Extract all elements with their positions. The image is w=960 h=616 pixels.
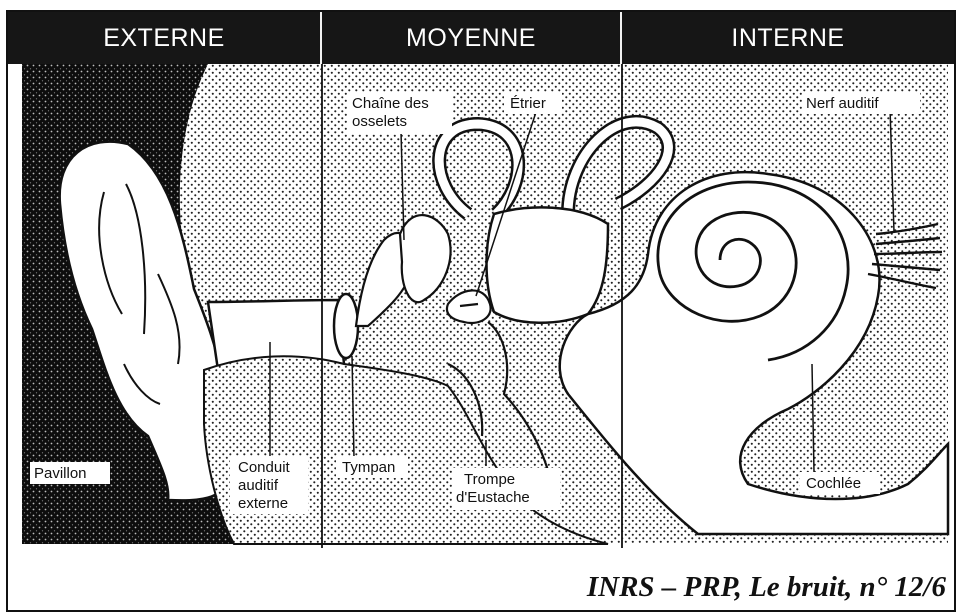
label-pavillon-group: Pavillon <box>30 462 110 484</box>
section-header: EXTERNE MOYENNE INTERNE <box>8 12 954 64</box>
section-internal: INTERNE <box>622 12 954 64</box>
label-conduit-1: Conduit <box>238 459 291 476</box>
label-etrier-group: Étrier <box>504 92 562 114</box>
label-cochlee: Cochlée <box>806 475 861 492</box>
label-chaine-group: Chaîne des osselets <box>348 92 452 134</box>
label-cochlee-group: Cochlée <box>800 472 880 494</box>
label-nerf: Nerf auditif <box>806 95 879 112</box>
label-tympan: Tympan <box>342 459 395 476</box>
label-chaine-1: Chaîne des <box>352 95 429 112</box>
section-external: EXTERNE <box>8 12 320 64</box>
label-tympan-group: Tympan <box>336 456 408 478</box>
label-conduit-group: Conduit auditif externe <box>230 456 308 514</box>
tympanic-membrane <box>334 294 358 358</box>
section-middle: MOYENNE <box>322 12 620 64</box>
source-caption: INRS – PRP, Le bruit, n° 12/6 <box>587 571 946 604</box>
label-trompe-group: Trompe d'Eustache <box>452 468 560 510</box>
label-trompe-2: d'Eustache <box>456 489 530 506</box>
label-conduit-3: externe <box>238 495 288 512</box>
label-conduit-2: auditif <box>238 477 279 494</box>
label-chaine-2: osselets <box>352 113 407 130</box>
vestibule <box>487 207 609 322</box>
label-etrier: Étrier <box>510 95 546 112</box>
label-pavillon: Pavillon <box>34 465 87 482</box>
ear-anatomy-diagram: Pavillon Conduit auditif externe Tympan … <box>8 64 954 548</box>
label-trompe-1: Trompe <box>464 471 515 488</box>
label-nerf-group: Nerf auditif <box>802 92 920 114</box>
